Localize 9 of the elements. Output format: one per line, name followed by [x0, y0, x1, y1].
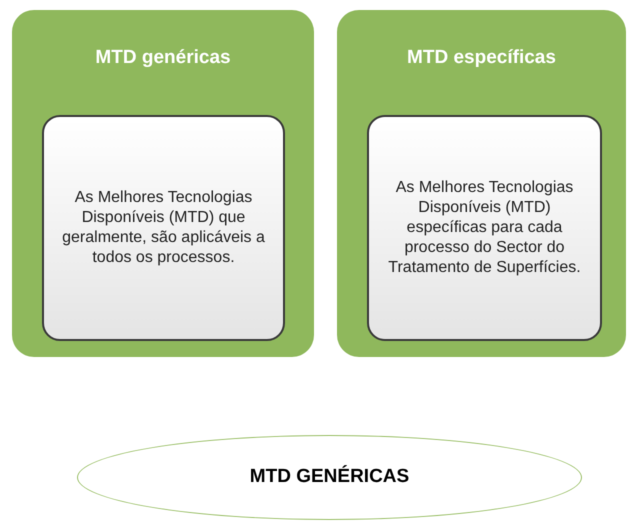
description-card — [367, 115, 602, 341]
category-panel — [12, 10, 314, 357]
ellipse-label: MTD GENÉRICAS — [250, 464, 410, 490]
description-text: As Melhores Tecnologias Disponíveis (MTD) que geralmente, são aplicáveis a todos os processos. — [61, 188, 266, 268]
panel-heading: MTD genéricas — [94, 46, 232, 70]
category-panel — [337, 10, 626, 357]
panel-heading: MTD específicas — [406, 46, 557, 70]
description-card — [42, 115, 285, 341]
description-text: As Melhores Tecnologias Disponíveis (MTD) específicas para cada processo do Sector do Tratamento de Superfícies. — [387, 178, 582, 278]
